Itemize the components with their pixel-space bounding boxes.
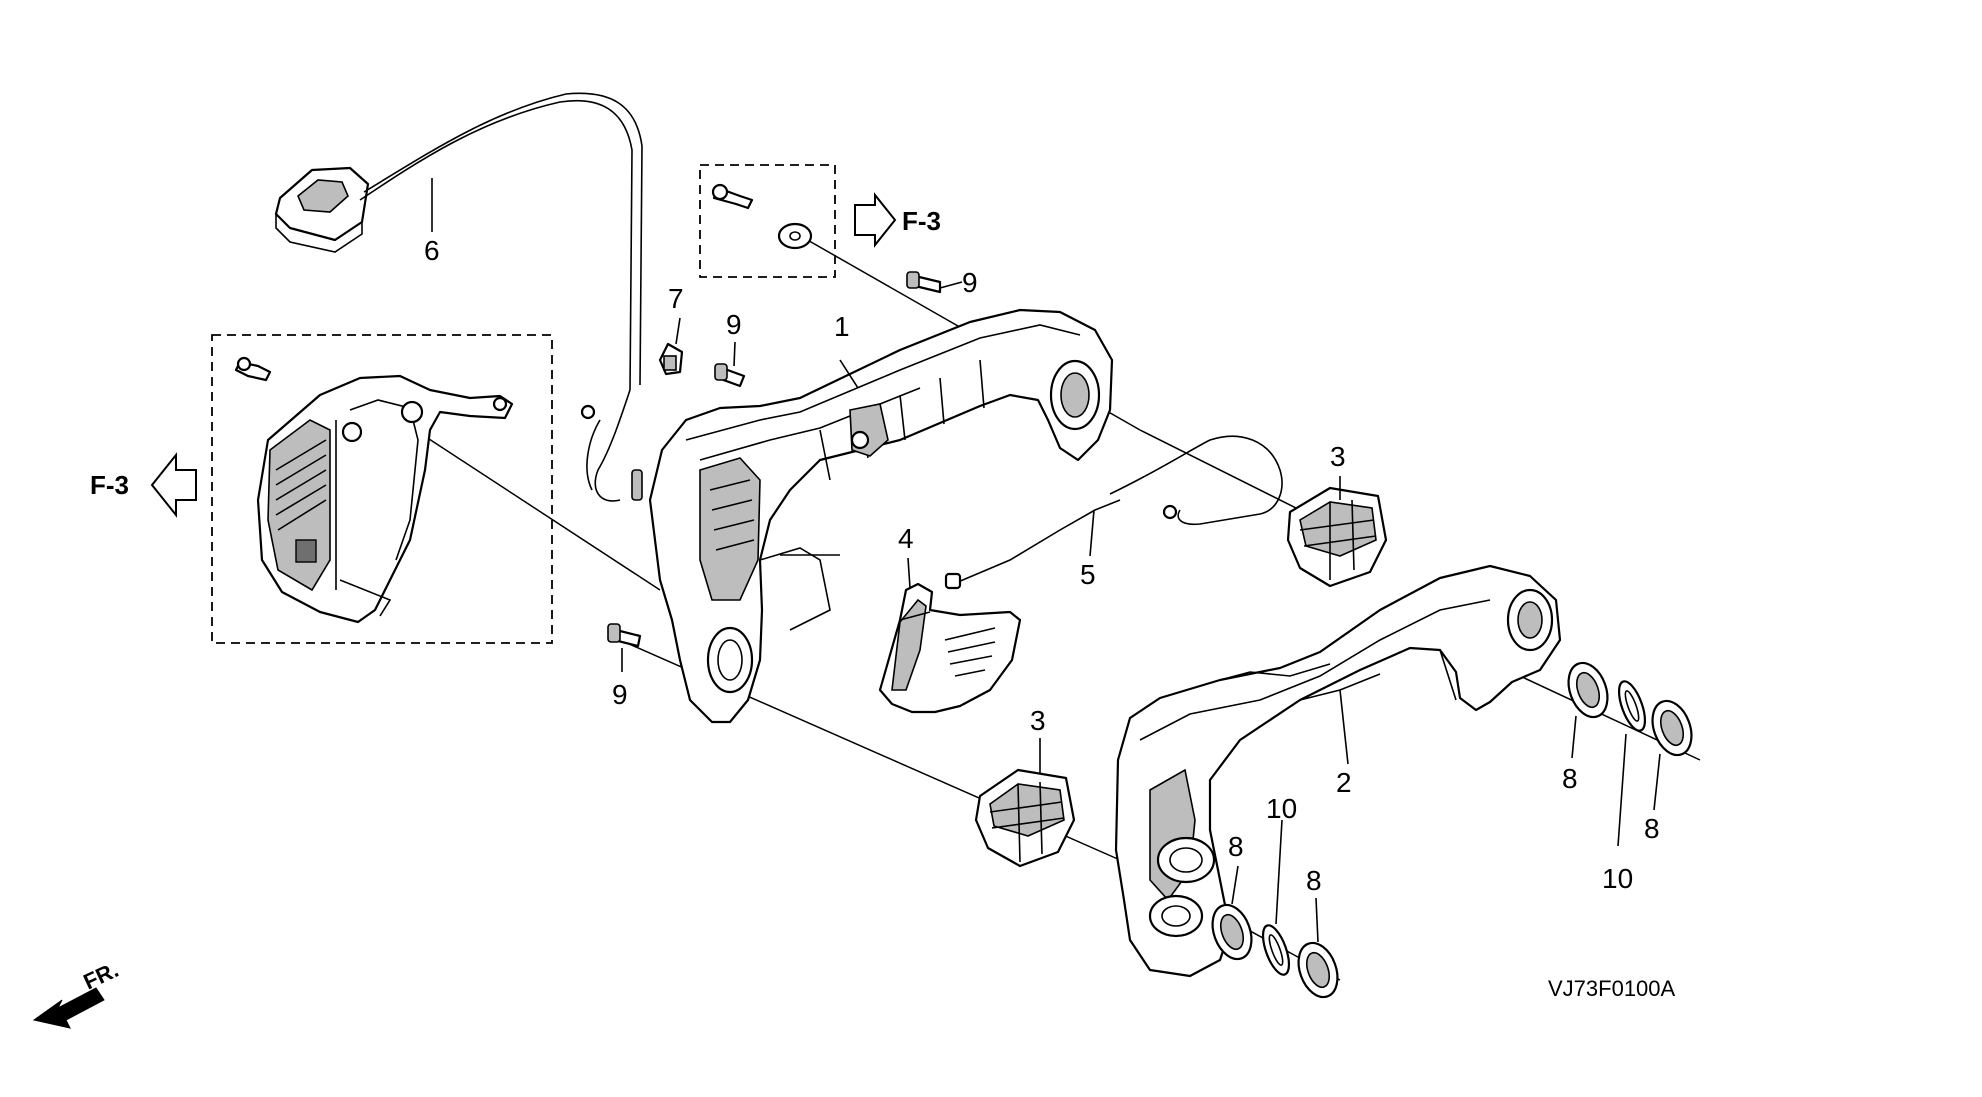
part-7-screw (658, 342, 684, 376)
callout-2: 2 (1336, 767, 1352, 798)
callout-10-bottom: 10 (1266, 793, 1297, 824)
callout-4: 4 (898, 523, 914, 554)
group-box-top (699, 164, 836, 278)
callout-labels: 6 7 9 9 1 9 3 4 5 3 2 8 8 10 10 8 8 (424, 235, 1660, 896)
part-8-washer-right-b (1651, 699, 1693, 757)
part-5-wire-cable (944, 435, 1283, 590)
part-10-clip-bottom (1261, 924, 1291, 976)
see-ref-label-left: F-3 (90, 470, 129, 500)
part-2-grip-cover (1114, 564, 1562, 978)
part-9-bolt-top (906, 271, 942, 294)
callout-6: 6 (424, 235, 440, 266)
group-box-left (211, 334, 553, 644)
callout-7: 7 (668, 283, 684, 314)
part-9-bolt-mid (714, 363, 746, 388)
callout-8-bottom-b: 8 (1306, 865, 1322, 896)
callout-9-bottom: 9 (612, 679, 628, 710)
see-ref-arrow-left (150, 452, 197, 518)
part-bolt-washer-top (711, 183, 813, 250)
diagram-ref-code: VJ73F0100A (1548, 976, 1676, 1001)
callout-1: 1 (834, 311, 850, 342)
callout-3-lower: 3 (1030, 705, 1046, 736)
part-side-cover (234, 356, 514, 624)
callout-9-mid: 9 (726, 309, 742, 340)
callout-3-upper: 3 (1330, 441, 1346, 472)
part-8-washer-bottom-b (1297, 941, 1339, 999)
part-3-damper-upper (1286, 486, 1388, 588)
part-4-bracket (878, 582, 1022, 714)
see-ref-arrow-top (854, 192, 897, 248)
callout-leaders (431, 178, 1661, 943)
part-8-washer-right-a (1567, 661, 1609, 719)
part-10-clip-right (1617, 680, 1647, 732)
callout-8-right-a: 8 (1562, 763, 1578, 794)
callout-10-right: 10 (1602, 863, 1633, 894)
front-direction-arrow: FR. (32, 957, 123, 1029)
callout-8-bottom-a: 8 (1228, 831, 1244, 862)
callout-5: 5 (1080, 559, 1096, 590)
front-label: FR. (80, 957, 123, 995)
part-6-switch-cable (274, 92, 643, 502)
part-8-washer-bottom-a (1211, 903, 1253, 961)
part-9-bolt-bottom (607, 623, 642, 648)
see-ref-label-top: F-3 (902, 206, 941, 236)
callout-9-top: 9 (962, 267, 978, 298)
part-1-handle-frame (648, 308, 1114, 724)
callout-8-right-b: 8 (1644, 813, 1660, 844)
part-3-damper-lower (974, 768, 1076, 868)
